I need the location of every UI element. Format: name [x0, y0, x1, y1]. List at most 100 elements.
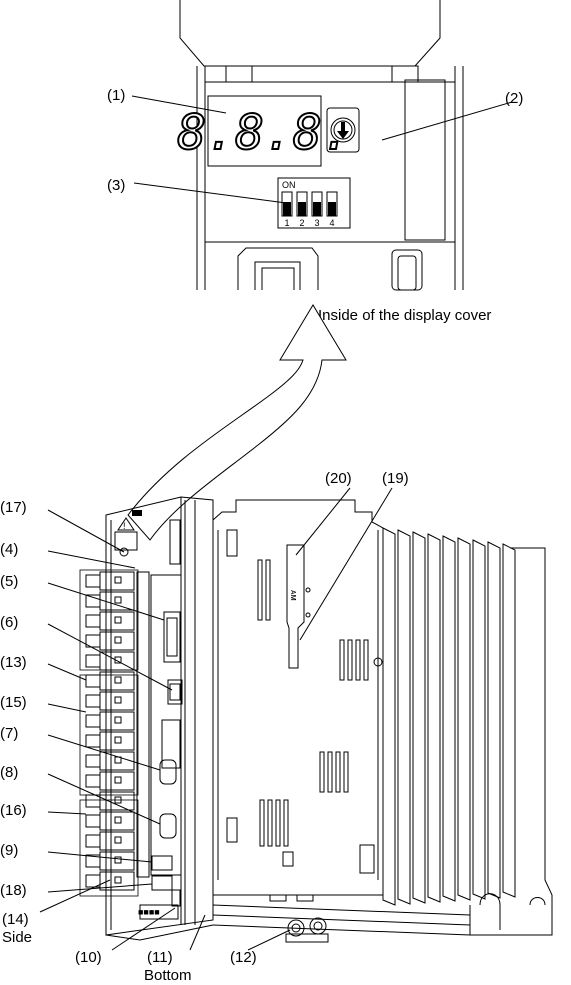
- dip-number-3: 3: [314, 218, 319, 228]
- callout-16: (16): [0, 802, 27, 819]
- side-window: [226, 817, 238, 843]
- terminal-screw: [85, 574, 101, 588]
- dip-lever-knob-3: [313, 202, 321, 216]
- callout-14: (14): [2, 911, 29, 928]
- connector-cn2: [151, 875, 173, 891]
- side-window: [226, 529, 238, 557]
- terminal-hole: [114, 616, 122, 624]
- heat-sink-bracket: [469, 547, 553, 936]
- vent-slot: [335, 751, 341, 793]
- dip-lever-knob-1: [283, 202, 291, 216]
- dip-switch: ON 1 2 3 4: [277, 177, 351, 229]
- caption-display-cover: Inside of the display cover: [318, 307, 491, 324]
- terminal-slot: [99, 811, 135, 831]
- vent-slot: [343, 751, 349, 793]
- vent-slot: [319, 751, 325, 793]
- callout-15: (15): [0, 694, 27, 711]
- terminal-screw: [85, 754, 101, 768]
- vent-slot: [339, 639, 345, 681]
- callout-11: (11): [147, 949, 173, 966]
- callout-19: (19): [382, 470, 409, 487]
- terminal-slot: [99, 691, 135, 711]
- vent-slot: [355, 639, 361, 681]
- terminal-hole: [114, 716, 122, 724]
- terminal-slot: [99, 831, 135, 851]
- terminal-hole: [114, 596, 122, 604]
- callout-13: (13): [0, 654, 27, 671]
- terminal-screw: [85, 694, 101, 708]
- vent-slot: [347, 639, 353, 681]
- mounting-bracket: [286, 544, 305, 669]
- panel-recess: [404, 79, 446, 241]
- terminal-hole: [114, 776, 122, 784]
- connector-cn1: [163, 611, 181, 663]
- bracket-label-upper: ᴀᴍ: [289, 590, 299, 601]
- side-label: Side: [2, 929, 32, 946]
- terminal-screw: [85, 834, 101, 848]
- display-digits-text: 8.8.8.: [177, 105, 350, 161]
- terminal-hole: [114, 576, 122, 584]
- terminal-hole: [114, 816, 122, 824]
- terminal-slot: [99, 591, 135, 611]
- seven-segment-display: [207, 95, 322, 167]
- display-cover-closeup: 8.8.8. ON 1 2 3 4 (1) (2) (3): [107, 0, 523, 291]
- push-button: [330, 117, 356, 143]
- terminal-block-cnp1: [79, 569, 139, 671]
- callout-8: (8): [0, 764, 18, 781]
- connector-cn3: [161, 719, 181, 769]
- callout-9: (9): [0, 842, 18, 859]
- terminal-hole: [114, 736, 122, 744]
- terminal-slot: [99, 871, 135, 891]
- terminal-slot: [99, 851, 135, 871]
- ground-terminal: [285, 917, 329, 943]
- brand-logo: [132, 510, 142, 516]
- side-window: [359, 844, 375, 874]
- terminal-slot: [99, 771, 135, 791]
- callout-7: (7): [0, 725, 18, 742]
- bottom-label: Bottom: [144, 967, 192, 984]
- dip-number-4: 4: [329, 218, 334, 228]
- callout-5: (5): [0, 573, 18, 590]
- connector-cn4: [151, 855, 173, 871]
- front-panel: [105, 496, 214, 936]
- heat-sink-fin: [472, 539, 486, 900]
- terminal-slot: [99, 731, 135, 751]
- dip-lever-knob-2: [298, 202, 306, 216]
- callout-2: (2): [505, 90, 523, 107]
- terminal-hole: [114, 676, 122, 684]
- terminal-slot: [99, 751, 135, 771]
- connector-closeup-left: [237, 247, 319, 290]
- vent-slot: [257, 559, 263, 621]
- vent-slot: [283, 799, 289, 847]
- side-plate: [212, 499, 384, 896]
- curved-arrow: [127, 304, 347, 541]
- terminal-screw: [85, 814, 101, 828]
- vent-slot: [267, 799, 273, 847]
- vent-slot: [275, 799, 281, 847]
- arrow-down-icon: [337, 122, 349, 139]
- terminal-hole: [114, 696, 122, 704]
- heat-sink-fin: [442, 535, 456, 902]
- dip-switch-on-label: ON: [282, 180, 296, 190]
- charge-lamp: [119, 547, 129, 557]
- terminal-slot: [99, 611, 135, 631]
- dip-number-1: 1: [284, 218, 289, 228]
- warning-triangle-icon: [117, 517, 135, 531]
- dip-number-2: 2: [299, 218, 304, 228]
- heat-sink-fin: [382, 527, 396, 906]
- callout-6: (6): [0, 614, 18, 631]
- heat-sink-fin: [412, 531, 426, 904]
- terminal-block-cnp3: [79, 799, 139, 897]
- heat-sink-fin: [487, 541, 501, 899]
- terminal-screw: [85, 674, 101, 688]
- dip-lever-knob-4: [328, 202, 336, 216]
- heat-sink-fin: [502, 543, 516, 898]
- terminal-slot: [99, 631, 135, 651]
- side-hole: [373, 657, 383, 667]
- terminal-slot: [99, 671, 135, 691]
- display-digits: 8.8.8.: [176, 104, 351, 162]
- terminal-screw: [85, 654, 101, 668]
- terminal-hole: [114, 876, 122, 884]
- terminal-blocks: [79, 569, 139, 897]
